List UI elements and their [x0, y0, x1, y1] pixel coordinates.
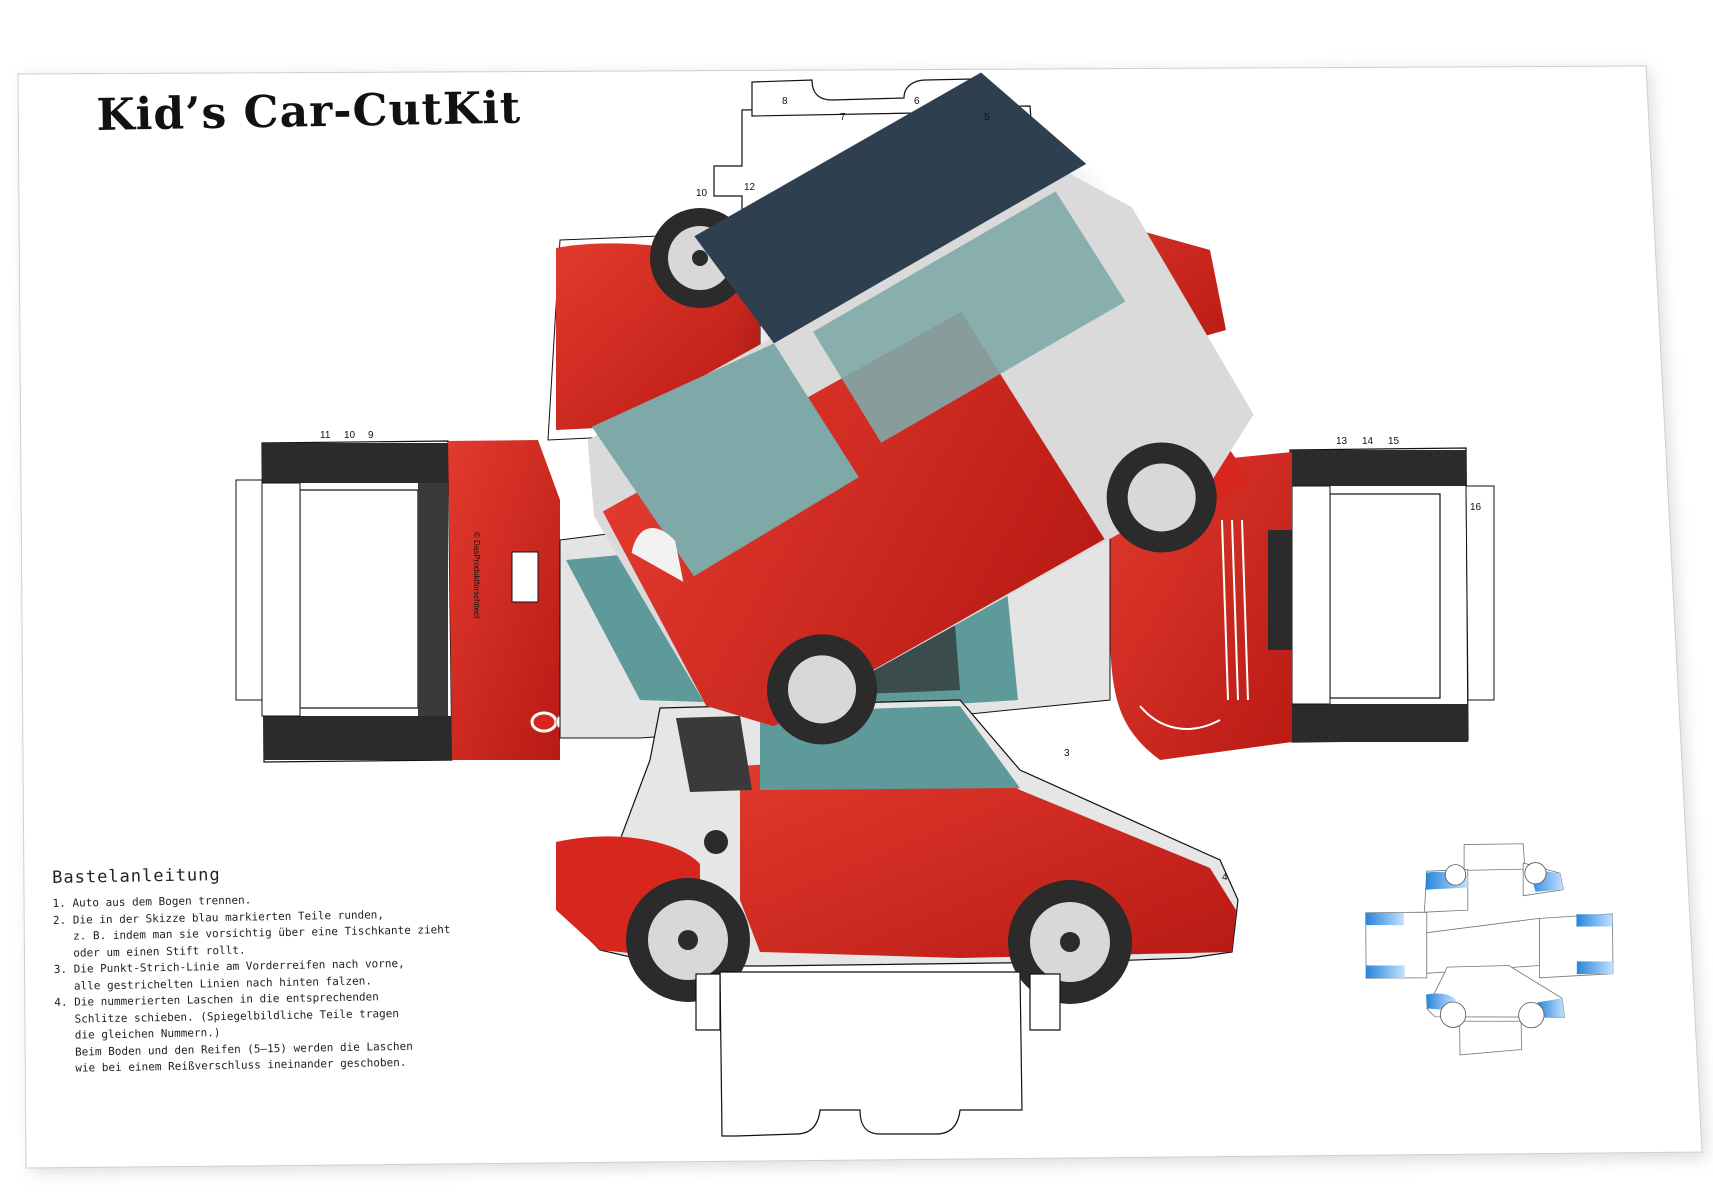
- tab-label: 15: [1388, 436, 1400, 447]
- assembled-car-3d: [587, 72, 1254, 745]
- tab-label: 11: [320, 430, 331, 441]
- tab-label: 4: [1222, 872, 1228, 883]
- floor-template: [695, 971, 1061, 1137]
- tab-label: 16: [1470, 502, 1482, 513]
- page-title: Kid’s Car-CutKit: [96, 82, 522, 141]
- instructions-block: Bastelanleitung 1. Auto aus dem Bogen tr…: [52, 860, 496, 1077]
- tab-label: 10: [344, 430, 356, 441]
- rear-panel-template: [235, 440, 577, 763]
- tab-numbers: 8 6 5 7 10 12 11 10 9 13 14 15 16 3 4: [320, 96, 1482, 883]
- tab-label: 9: [368, 430, 374, 441]
- instruction-step: 4. Die nummerierten Laschen in die entsp…: [54, 990, 413, 1075]
- tab-label: 12: [744, 182, 756, 193]
- tab-label: 14: [1362, 436, 1374, 447]
- tab-label: 8: [782, 96, 788, 107]
- tab-label: 6: [914, 96, 920, 107]
- tab-label: 7: [840, 112, 846, 123]
- rear-wheel: [626, 878, 750, 1002]
- instruction-step: 2. Die in der Skizze blau markierten Tei…: [52, 907, 451, 960]
- instructions-list: 1. Auto aus dem Bogen trennen. 2. Die in…: [52, 888, 495, 1077]
- front-grille: [1221, 519, 1249, 701]
- tab-label: 10: [696, 188, 708, 199]
- tab-label: 13: [1336, 436, 1348, 447]
- reference-sketch: [1365, 843, 1614, 1056]
- front-wheel: [1008, 880, 1132, 1004]
- tab-label: 5: [984, 112, 990, 123]
- tab-label: 3: [1064, 748, 1070, 759]
- watermark: © DasProduktforschitect: [472, 532, 481, 619]
